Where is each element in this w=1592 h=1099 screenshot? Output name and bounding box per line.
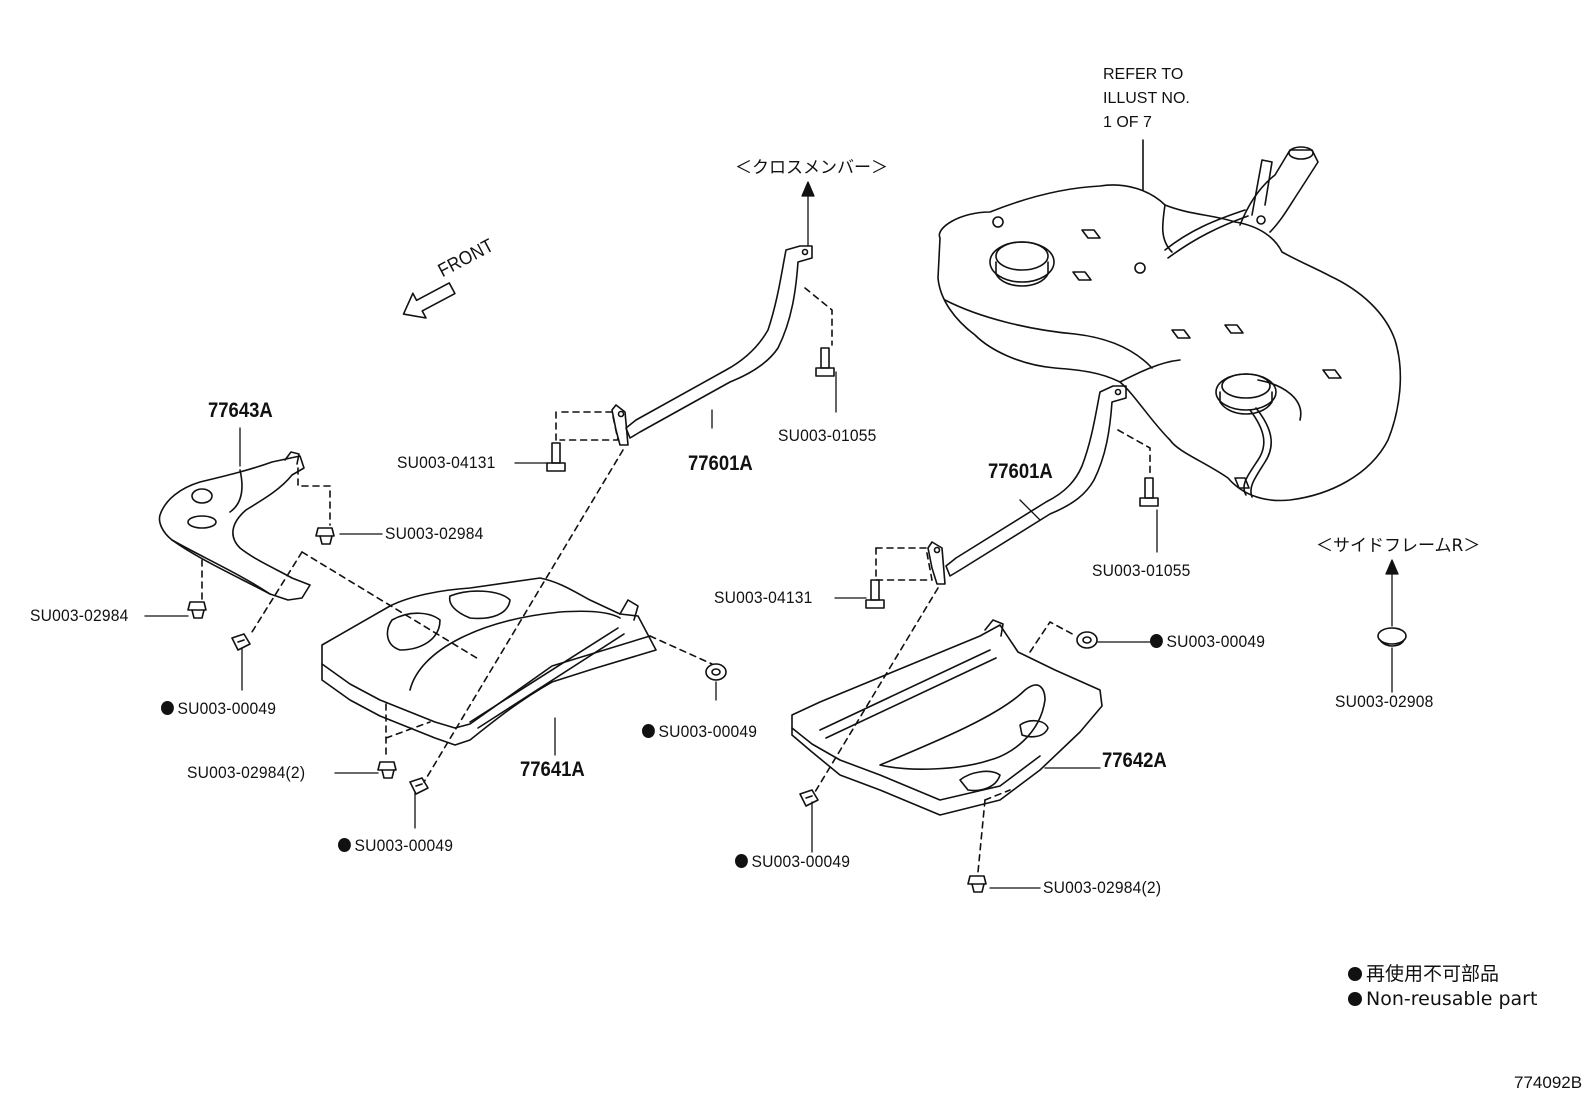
non-reusable-dot-icon	[1150, 634, 1163, 648]
non-reusable-dot-icon	[1348, 967, 1362, 981]
nut-00049-e-code: SU003-00049	[751, 852, 851, 871]
non-reusable-dot-icon	[735, 854, 748, 868]
front-arrow-icon	[402, 282, 456, 319]
refer-note-line-3: 1 OF 7	[1103, 114, 1152, 131]
nut-00049-a-code: SU003-00049	[177, 699, 277, 718]
refer-note-line-1: REFER TO	[1103, 66, 1184, 83]
cross-member-label: ＜クロスメンバー＞	[735, 158, 888, 178]
nut-00049-e-label: SU003-00049	[735, 852, 850, 872]
grommet-icon	[705, 663, 727, 681]
bolt-04131-right-label: SU003-04131	[714, 588, 813, 607]
fastener-shapes	[187, 347, 1407, 893]
grommet-icon	[1076, 631, 1098, 649]
nut-00049-d-code: SU003-00049	[1166, 632, 1266, 651]
refer-note-line-2: ILLUST NO.	[1103, 90, 1190, 107]
nut-00049-b-label: SU003-00049	[642, 722, 757, 742]
part-77601a-right-label: 77601A	[988, 460, 1053, 483]
non-reusable-dot-icon	[1348, 992, 1362, 1006]
clip-02984-x2-right-label: SU003-02984(2)	[1043, 878, 1162, 897]
bolt-icon	[1139, 477, 1159, 507]
non-reusable-dot-icon	[161, 701, 174, 715]
bolt-icon	[865, 579, 885, 609]
clip-02984-lower-label: SU003-02984	[30, 606, 129, 625]
nut-00049-c-code: SU003-00049	[354, 836, 454, 855]
part-77643a-label: 77643A	[208, 399, 273, 422]
non-reusable-dot-icon	[338, 838, 351, 852]
refer-note: REFER TO ILLUST NO. 1 OF 7	[1103, 63, 1190, 135]
cover-77642a-shape	[791, 619, 1103, 816]
bolt-01055-left-label: SU003-01055	[778, 426, 877, 445]
legend-row-jp: 再使用不可部品	[1348, 962, 1537, 987]
clip-icon	[315, 527, 335, 545]
non-reusable-dot-icon	[642, 724, 655, 738]
nut-00049-d-label: SU003-00049	[1150, 632, 1265, 652]
clip-icon	[187, 601, 207, 619]
leader-lines	[144, 181, 1399, 889]
bolt-icon	[546, 442, 566, 472]
clip-icon	[377, 761, 397, 779]
part-77642a-label: 77642A	[1102, 749, 1167, 772]
nut-00049-a-label: SU003-00049	[161, 699, 276, 719]
bolt-04131-left-label: SU003-04131	[397, 453, 496, 472]
legend: 再使用不可部品 Non-reusable part	[1348, 962, 1537, 1012]
assembly-dashed-lines	[201, 287, 1151, 873]
strap-left-shape	[611, 245, 813, 446]
plug-02908-label: SU003-02908	[1335, 692, 1434, 711]
push-nut-icon	[231, 633, 251, 651]
plug-icon	[1377, 627, 1407, 647]
legend-row-en: Non-reusable part	[1348, 987, 1537, 1012]
push-nut-icon	[409, 777, 429, 795]
illustration-id: 774092B	[1514, 1073, 1583, 1092]
part-77601a-left-label: 77601A	[688, 452, 753, 475]
clip-icon	[967, 875, 987, 893]
nut-00049-c-label: SU003-00049	[338, 836, 453, 856]
part-77641a-label: 77641A	[520, 758, 585, 781]
clip-02984-x2-left-label: SU003-02984(2)	[187, 763, 306, 782]
push-nut-icon	[799, 789, 819, 807]
fuel-tank	[937, 146, 1402, 502]
bolt-01055-right-label: SU003-01055	[1092, 561, 1191, 580]
bolt-icon	[815, 347, 835, 377]
cover-77643a-shape	[158, 451, 311, 601]
side-frame-r-label: ＜サイドフレームR＞	[1316, 536, 1481, 556]
clip-02984-upper-label: SU003-02984	[385, 524, 484, 543]
strap-right-shape	[927, 385, 1127, 585]
legend-jp-text: 再使用不可部品	[1366, 963, 1500, 985]
nut-00049-b-code: SU003-00049	[658, 722, 758, 741]
legend-en-text: Non-reusable part	[1366, 988, 1538, 1010]
cover-77641a-shape	[321, 577, 657, 746]
